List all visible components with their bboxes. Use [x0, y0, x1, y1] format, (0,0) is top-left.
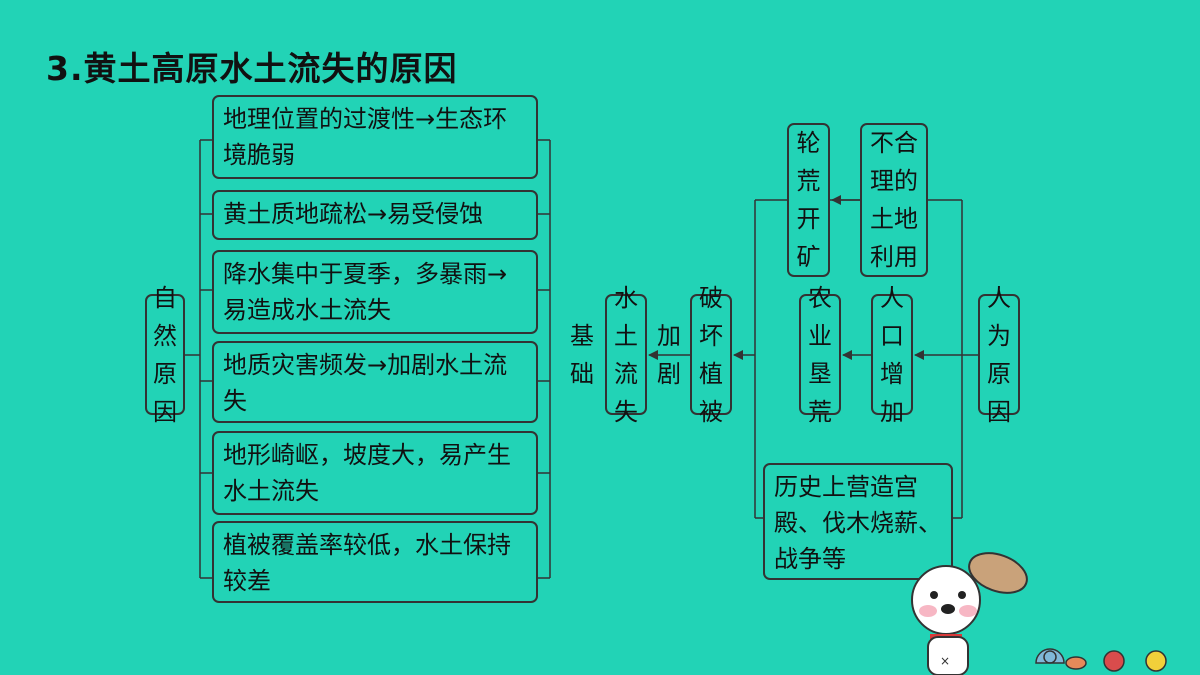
basis-label: 基础	[570, 322, 594, 388]
svg-text:×: ×	[940, 654, 950, 668]
decorative-dots	[1103, 650, 1167, 672]
natural-factor-5: 地形崎岖，坡度大，易产生水土流失	[212, 431, 538, 515]
natural-cause-box: 自然原因	[145, 284, 185, 426]
snail-icon	[1035, 648, 1065, 664]
natural-bracket-right	[538, 139, 551, 579]
vegetation-damage-label: 破坏植被	[699, 283, 723, 426]
natural-factor-6: 植被覆盖率较低，水土保持较差	[212, 521, 538, 603]
aggravate-label: 加剧	[657, 322, 681, 388]
human-cause-label: 人为原因	[987, 283, 1011, 426]
land-use-label: 不合理的土地利用	[870, 129, 918, 271]
natural-factor-1: 地理位置的过渡性→生态环境脆弱	[212, 95, 538, 179]
soil-erosion-label: 水土流失	[614, 283, 638, 426]
puppy-mascot: ×	[911, 552, 1087, 675]
land-use-box: 不合理的土地利用	[860, 123, 928, 277]
soil-erosion-box: 水土流失	[605, 284, 647, 426]
natural-cause-label: 自然原因	[153, 283, 177, 426]
human-cause-box: 人为原因	[978, 284, 1020, 426]
natural-factor-2: 黄土质地疏松→易受侵蚀	[212, 190, 538, 240]
farming-label: 农业垦荒	[808, 283, 832, 426]
mining-label: 轮荒开矿	[796, 129, 821, 271]
population-label: 人口增加	[880, 283, 904, 426]
mining-box: 轮荒开矿	[787, 123, 830, 277]
natural-factor-3: 降水集中于夏季，多暴雨→易造成水土流失	[212, 250, 538, 334]
farming-box: 农业垦荒	[799, 284, 841, 426]
natural-factor-4: 地质灾害频发→加剧水土流失	[212, 341, 538, 423]
puppy-ear-icon	[968, 552, 1028, 594]
vegetation-damage-box: 破坏植被	[690, 284, 732, 426]
population-box: 人口增加	[871, 284, 913, 426]
page-title: 3.黄土高原水土流失的原因	[46, 49, 458, 88]
history-box: 历史上营造宫殿、伐木烧薪、战争等	[763, 463, 953, 580]
natural-bracket-left	[185, 139, 212, 579]
